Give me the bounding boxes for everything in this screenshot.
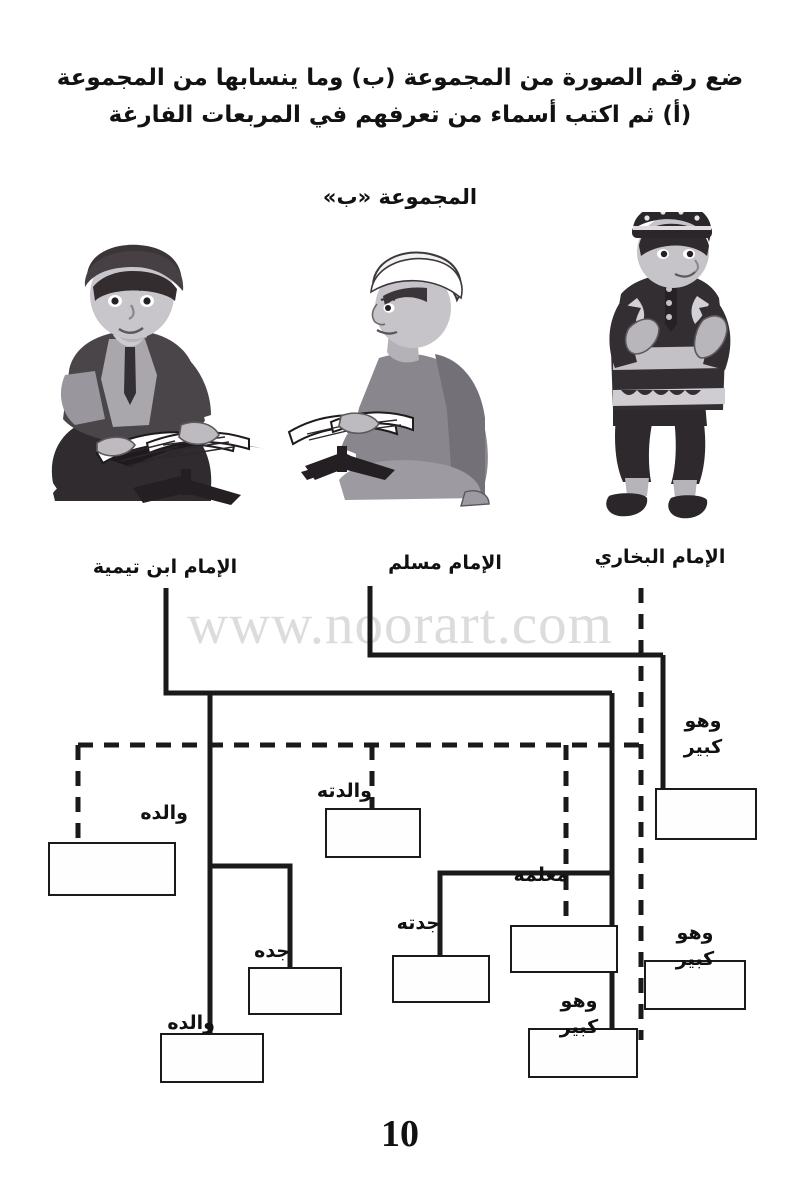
diagram-label-walidatoh: والدته xyxy=(316,780,372,802)
instruction-text: ضع رقم الصورة من المجموعة (ب) وما ينسابه… xyxy=(56,65,744,128)
diagram-label-walidoh-left: والده xyxy=(140,802,188,824)
answer-box-wahuwa-kabir-right-bottom[interactable] xyxy=(644,960,746,1010)
figure-man-reading-quran xyxy=(285,250,535,515)
site-watermark: www.noorart.com xyxy=(186,593,614,656)
kabir-line-2: كبير xyxy=(675,948,715,970)
diagram-label-walidoh-bottom: والده xyxy=(167,1012,215,1034)
figure-boy-praying xyxy=(585,203,760,527)
wahuwa-line-1: وهو xyxy=(676,922,714,944)
answer-box-wahuwa-kabir-middle[interactable] xyxy=(528,1028,638,1078)
group-b-subtitle: المجموعة «ب» xyxy=(322,185,478,209)
figure-label-muslim: الإمام مسلم xyxy=(388,552,502,574)
diagram-label-mu3allimuh: معلمه xyxy=(513,864,568,886)
answer-box-jadduh[interactable] xyxy=(248,967,342,1015)
kabir-line-2: كبير xyxy=(559,1016,599,1038)
answer-box-mu3allimuh[interactable] xyxy=(510,925,618,973)
page-number: 10 xyxy=(381,1113,419,1155)
figure-label-ibn-taymiyyah: الإمام ابن تيمية xyxy=(92,556,238,578)
diagram-label-jaddatuh: جدته xyxy=(396,912,440,934)
diagram-label-wahuwa-kabir-right-bottom: وهو كبير xyxy=(660,920,730,972)
wahuwa-line-1: وهو xyxy=(560,990,598,1012)
wahuwa-line-1: وهو xyxy=(684,710,722,732)
figure-label-bukhari: الإمام البخاري xyxy=(594,546,726,568)
kabir-line-2: كبير xyxy=(683,736,723,758)
diagram-label-jadduh: جده xyxy=(254,940,290,962)
answer-box-jaddatuh[interactable] xyxy=(392,955,490,1003)
answer-box-walidatoh[interactable] xyxy=(325,808,421,858)
figure-boy-reading-quran xyxy=(35,243,290,518)
answer-box-walidoh-bottom[interactable] xyxy=(160,1033,264,1083)
answer-box-wahuwa-kabir-right-top[interactable] xyxy=(655,788,757,840)
answer-box-walidoh-left[interactable] xyxy=(48,842,176,896)
diagram-label-wahuwa-kabir-right-top: وهو كبير xyxy=(668,708,738,760)
diagram-label-wahuwa-kabir-middle: وهو كبير xyxy=(548,988,610,1040)
